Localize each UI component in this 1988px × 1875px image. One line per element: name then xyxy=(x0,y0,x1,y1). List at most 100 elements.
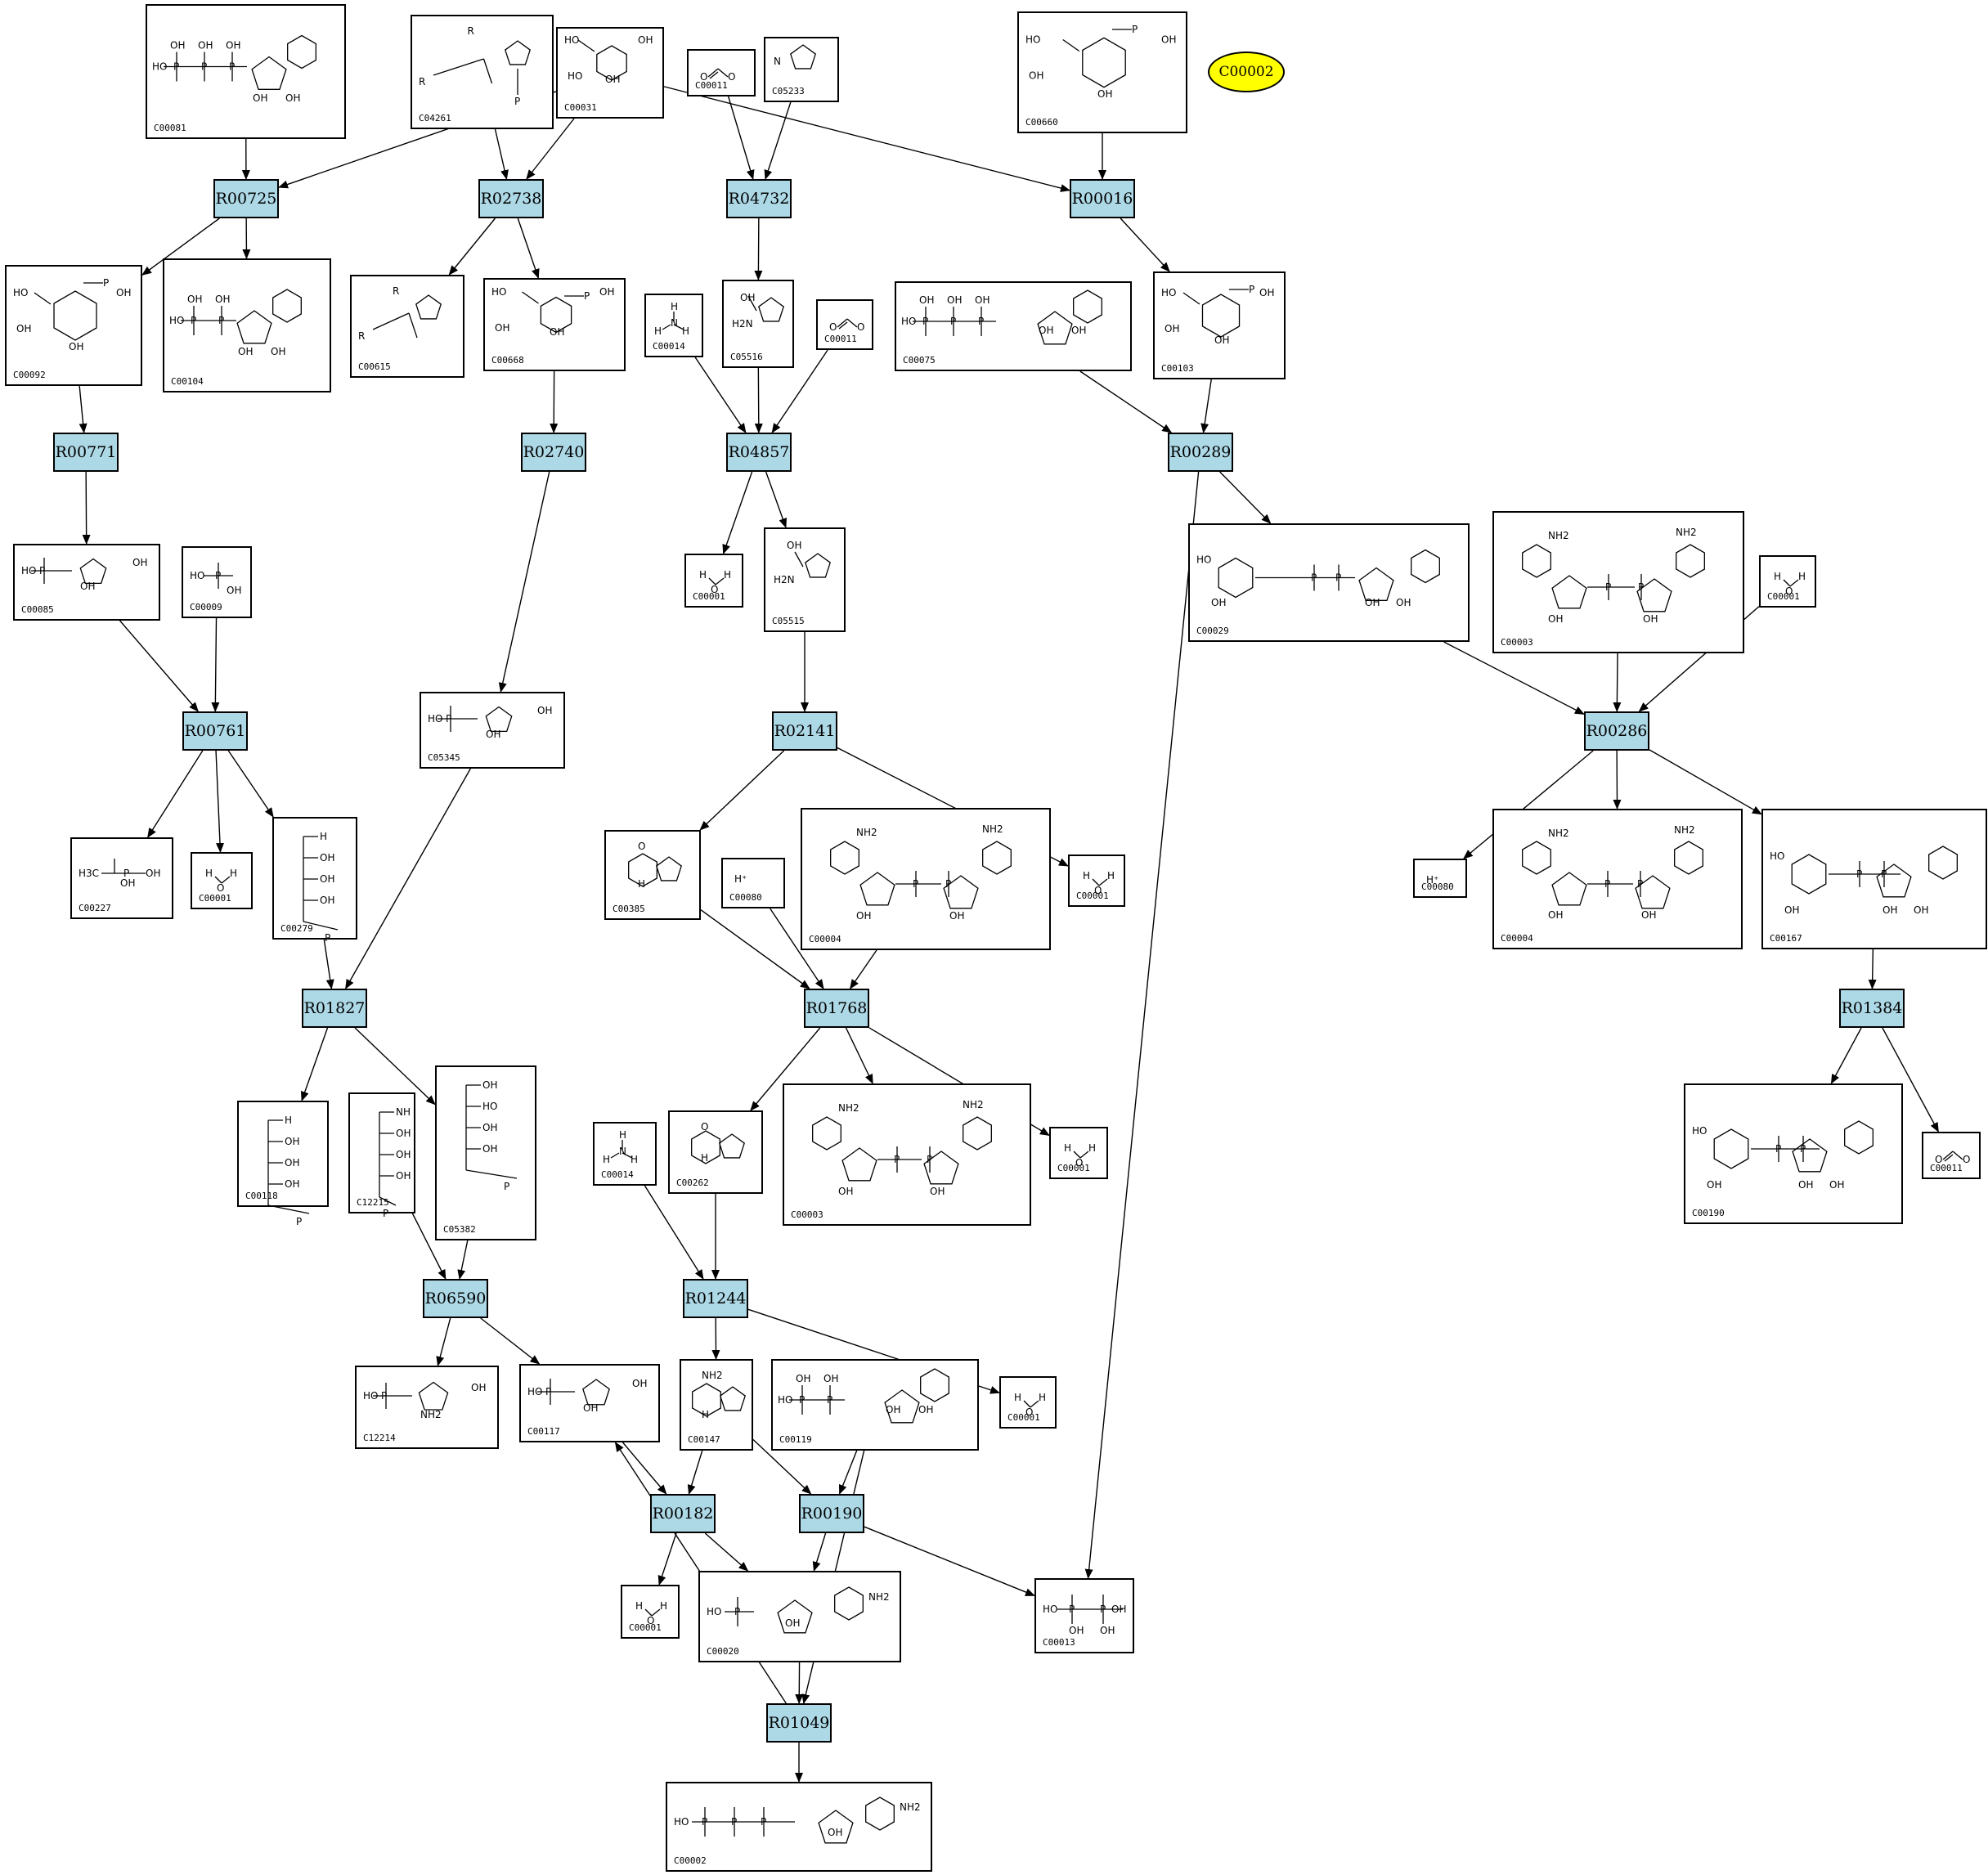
compound-id-label: C00031 xyxy=(564,102,597,113)
reaction-r04732[interactable]: R04732 xyxy=(726,179,792,218)
svg-text:OH: OH xyxy=(1643,613,1658,625)
reaction-r00289[interactable]: R00289 xyxy=(1168,433,1233,472)
reaction-r02141[interactable]: R02141 xyxy=(772,711,837,751)
reaction-r04857[interactable]: R04857 xyxy=(726,433,792,472)
svg-text:OH: OH xyxy=(787,540,801,551)
edge-arrow xyxy=(345,768,471,989)
reaction-r06590[interactable]: R06590 xyxy=(423,1279,488,1318)
highlight-ellipse-c00002[interactable]: C00002 xyxy=(1208,52,1285,92)
edge-arrow xyxy=(457,1240,469,1280)
reaction-r02740[interactable]: R02740 xyxy=(521,433,586,472)
compound-id-label: C00279 xyxy=(280,923,313,934)
svg-text:P: P xyxy=(123,868,129,879)
reaction-r00771[interactable]: R00771 xyxy=(53,433,119,472)
reaction-r00182[interactable]: R00182 xyxy=(650,1494,716,1533)
svg-text:P: P xyxy=(39,565,45,576)
reaction-r00016[interactable]: R00016 xyxy=(1070,179,1135,218)
edge-arrow xyxy=(722,471,753,554)
compound-c00080[interactable]: H⁺C00080 xyxy=(721,858,785,908)
edge-arrow xyxy=(700,909,810,989)
compound-id-label: C00190 xyxy=(1692,1208,1725,1218)
reaction-r00286[interactable]: R00286 xyxy=(1584,711,1649,751)
reaction-r00190[interactable]: R00190 xyxy=(799,1494,864,1533)
reaction-r00725[interactable]: R00725 xyxy=(213,179,279,218)
svg-text:P: P xyxy=(978,316,984,327)
compound-c00080[interactable]: H⁺C00080 xyxy=(1413,859,1467,898)
reaction-r01827[interactable]: R01827 xyxy=(302,989,367,1028)
reaction-label: R01049 xyxy=(768,1714,830,1732)
svg-text:OH: OH xyxy=(599,286,614,298)
svg-text:H⁺: H⁺ xyxy=(734,873,747,885)
edge-arrow xyxy=(1830,1027,1862,1084)
svg-text:N: N xyxy=(774,56,781,67)
reaction-r00761[interactable]: R00761 xyxy=(182,711,248,751)
compound-id-label: C00001 xyxy=(199,893,231,904)
reaction-r02738[interactable]: R02738 xyxy=(478,179,544,218)
svg-text:HO: HO xyxy=(1692,1125,1707,1137)
reaction-r01244[interactable]: R01244 xyxy=(683,1279,748,1318)
reaction-r01049[interactable]: R01049 xyxy=(766,1703,832,1743)
reaction-r01768[interactable]: R01768 xyxy=(804,989,869,1028)
reaction-r01384[interactable]: R01384 xyxy=(1839,989,1905,1028)
svg-text:HO: HO xyxy=(1043,1604,1057,1615)
edge-arrow xyxy=(498,471,550,693)
svg-text:P: P xyxy=(381,1390,387,1402)
